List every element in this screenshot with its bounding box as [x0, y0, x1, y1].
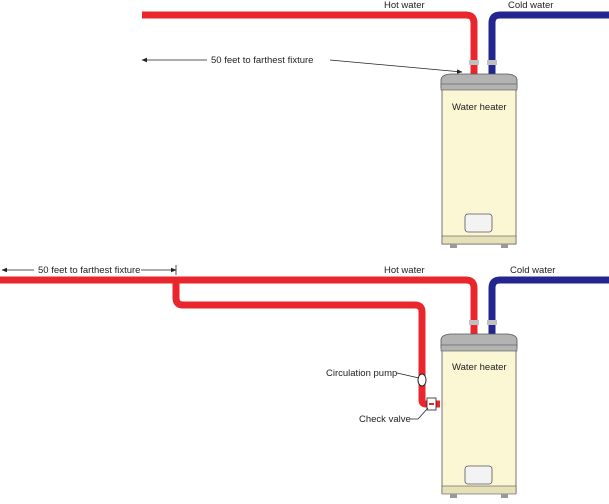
top-hot-label: Hot water	[384, 0, 425, 11]
valve-label: Check valve	[359, 414, 411, 425]
bottom-hot-fitting	[469, 320, 479, 325]
bottom-diagram: Water heater Hot water Cold water 50 fee…	[0, 265, 609, 498]
valve-leader	[410, 407, 429, 420]
bottom-cold-pipe	[488, 276, 609, 337]
bottom-cold-label: Cold water	[510, 265, 555, 276]
circulation-pump	[417, 373, 427, 387]
top-distance-label: 50 feet to farthest fixture	[211, 55, 313, 66]
top-cold-pipe	[488, 11, 609, 76]
top-diagram: Water heater Hot water Cold water 50 fee…	[141, 0, 609, 248]
bottom-cold-fitting	[487, 320, 497, 325]
bottom-heater-label: Water heater	[452, 362, 507, 373]
bottom-return-pipe	[172, 280, 440, 408]
bottom-hot-label: Hot water	[384, 265, 425, 276]
top-hot-fitting	[469, 60, 479, 65]
top-burner-door	[464, 213, 493, 233]
top-water-heater: Water heater	[440, 73, 518, 248]
pump-label: Circulation pump	[326, 368, 397, 379]
top-hot-pipe	[142, 11, 478, 76]
pump-leader	[396, 372, 420, 379]
bottom-burner-door	[464, 465, 493, 485]
top-distance-leader	[329, 59, 463, 74]
bottom-water-heater: Water heater	[440, 333, 518, 498]
top-cold-fitting	[487, 60, 497, 65]
bottom-distance-label: 50 feet to farthest fixture	[38, 265, 140, 276]
bottom-hot-pipe	[0, 276, 478, 337]
top-heater-label: Water heater	[452, 102, 507, 113]
top-cold-label: Cold water	[508, 0, 553, 11]
